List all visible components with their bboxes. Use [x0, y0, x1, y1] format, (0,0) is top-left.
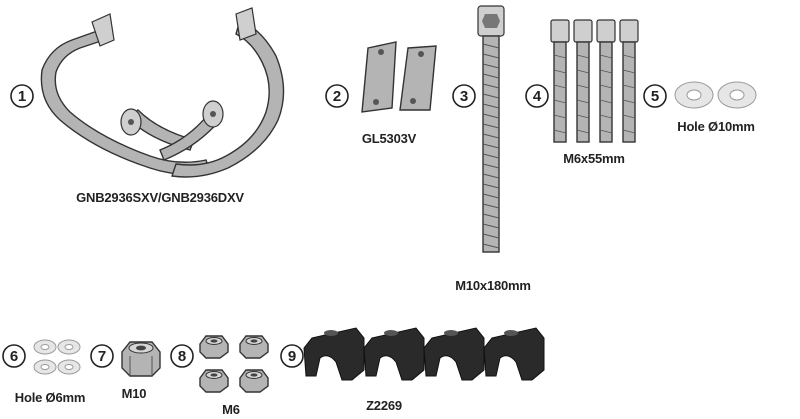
svg-text:4: 4 — [533, 88, 542, 105]
part-9-badge: 9 — [280, 344, 304, 368]
part-5-washers-large: 5 Hole Ø10mm — [643, 81, 757, 134]
part-8-label: M6 — [222, 402, 240, 417]
part-6-badge: 6 — [2, 344, 26, 368]
nuts-m6-illustration — [199, 335, 269, 393]
part-8-nuts: 8 M6 — [170, 335, 269, 417]
clamps-illustration — [303, 327, 545, 381]
small-washers-illustration — [33, 339, 81, 375]
part-3-long-bolt: 3 M10x180mm — [452, 5, 531, 293]
part-2-badge: 2 — [325, 84, 349, 108]
part-1-label: GNB2936SXV/GNB2936DXV — [76, 190, 244, 205]
part-7-badge: 7 — [90, 344, 114, 368]
svg-text:5: 5 — [651, 88, 659, 105]
part-4-bolts: 4 — [525, 19, 639, 166]
plate-illustration — [361, 41, 437, 113]
part-6-washers-small: 6 Hole Ø6mm — [2, 339, 85, 405]
nut-m10-illustration — [121, 341, 161, 377]
part-7-label: M10 — [122, 386, 147, 401]
part-9-label: Z2269 — [366, 398, 402, 413]
crash-bar-illustration — [40, 7, 285, 178]
part-7-nut: 7 M10 — [90, 341, 161, 401]
svg-text:2: 2 — [333, 88, 341, 105]
large-washers-illustration — [674, 81, 757, 109]
part-9-clamps: 9 Z2269 — [280, 327, 545, 413]
part-2-plates: 2 GL5303V — [325, 41, 437, 146]
part-3-badge: 3 — [452, 84, 476, 108]
part-6-label: Hole Ø6mm — [15, 390, 85, 405]
svg-text:7: 7 — [98, 348, 106, 365]
svg-text:1: 1 — [18, 88, 26, 105]
svg-text:8: 8 — [178, 348, 186, 365]
part-4-label: M6x55mm — [563, 151, 624, 166]
part-5-label: Hole Ø10mm — [677, 119, 754, 134]
part-8-badge: 8 — [170, 344, 194, 368]
svg-text:9: 9 — [288, 348, 296, 365]
part-1-badge: 1 — [10, 84, 34, 108]
part-2-label: GL5303V — [362, 131, 417, 146]
bolts-illustration — [550, 19, 639, 143]
part-5-badge: 5 — [643, 84, 667, 108]
part-4-badge: 4 — [525, 84, 549, 108]
long-bolt-illustration — [477, 5, 505, 253]
part-1-crash-bars: 1 GNB2936SXV/GNB2936DXV — [10, 7, 285, 205]
svg-text:3: 3 — [460, 88, 468, 105]
svg-text:6: 6 — [10, 348, 18, 365]
part-3-label: M10x180mm — [455, 278, 531, 293]
